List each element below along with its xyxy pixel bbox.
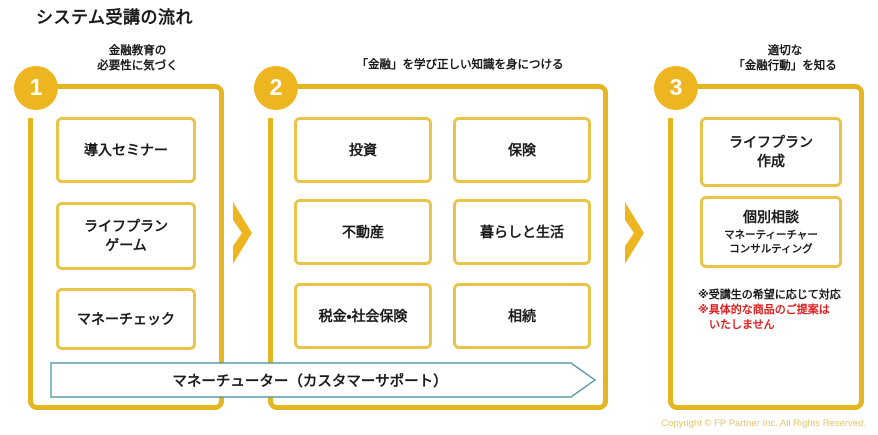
note-line-3: いたしません bbox=[698, 319, 775, 331]
step1-item-box-lifeplan-game[interactable]: ライフプラン ゲーム bbox=[56, 202, 196, 270]
item-label: 投資 bbox=[349, 141, 377, 158]
item-label: 個別相談 bbox=[743, 209, 799, 225]
step2-item-box-investment[interactable]: 投資 bbox=[294, 117, 432, 183]
item-label: マネーチェック bbox=[77, 310, 175, 327]
arrow-right-banner-icon bbox=[50, 362, 596, 398]
copyright-text: Copyright © FP Partner Inc. All Rights R… bbox=[661, 418, 866, 429]
step2-item-box-tax-social-insurance[interactable]: 税金・社会保険 bbox=[294, 283, 432, 349]
item-label: 暮らしと生活 bbox=[480, 223, 564, 240]
step2-item-box-inheritance[interactable]: 相続 bbox=[453, 283, 591, 349]
item-sublabel: マネーティーチャー コンサルティング bbox=[724, 229, 818, 255]
step1-item-box-seminar[interactable]: 導入セミナー bbox=[56, 117, 196, 183]
item-label: ライフプラン ゲーム bbox=[84, 218, 168, 253]
notes-block: ※受講生の希望に応じて対応 ※具体的な商品のご提案は いたしません bbox=[698, 288, 864, 333]
step-heading-2: 「金融」を学び正しい知識を身につける bbox=[356, 59, 564, 71]
item-label: 相続 bbox=[508, 307, 536, 324]
item-label: 税金・社会保険 bbox=[318, 307, 408, 324]
step2-item-box-insurance[interactable]: 保険 bbox=[453, 117, 591, 183]
chevron-right-icon bbox=[230, 202, 254, 269]
step3-item-box-lifeplan-creation[interactable]: ライフプラン 作成 bbox=[700, 117, 842, 187]
item-label: ライフプラン 作成 bbox=[729, 134, 813, 169]
step-heading-3: 適切な 「金融行動」を知る bbox=[733, 45, 837, 72]
step-number-circle-2: 2 bbox=[254, 66, 298, 110]
step-heading-1: 金融教育の 必要性に気づく bbox=[97, 45, 178, 72]
step-number-circle-1: 1 bbox=[14, 66, 58, 110]
note-line-1: ※受講生の希望に応じて対応 bbox=[698, 289, 841, 301]
item-label: 導入セミナー bbox=[84, 141, 168, 158]
note-line-2: ※具体的な商品のご提案は bbox=[698, 304, 830, 316]
step3-item-box-private-consulting[interactable]: 個別相談 マネーティーチャー コンサルティング bbox=[700, 196, 842, 268]
page-title: システム受講の流れ bbox=[36, 8, 193, 27]
step2-item-box-real-estate[interactable]: 不動産 bbox=[294, 199, 432, 265]
step-frame-1 bbox=[28, 84, 224, 410]
step2-item-box-living[interactable]: 暮らしと生活 bbox=[453, 199, 591, 265]
support-banner-label: マネーチューター（カスタマーサポート） bbox=[172, 373, 448, 390]
step-frame-3 bbox=[668, 84, 864, 410]
step1-item-box-money-check[interactable]: マネーチェック bbox=[56, 288, 196, 350]
item-label: 不動産 bbox=[342, 223, 384, 240]
chevron-right-icon bbox=[622, 202, 646, 269]
step-frame-2 bbox=[268, 84, 608, 410]
item-label: 保険 bbox=[508, 141, 536, 158]
step-number-circle-3: 3 bbox=[654, 66, 698, 110]
